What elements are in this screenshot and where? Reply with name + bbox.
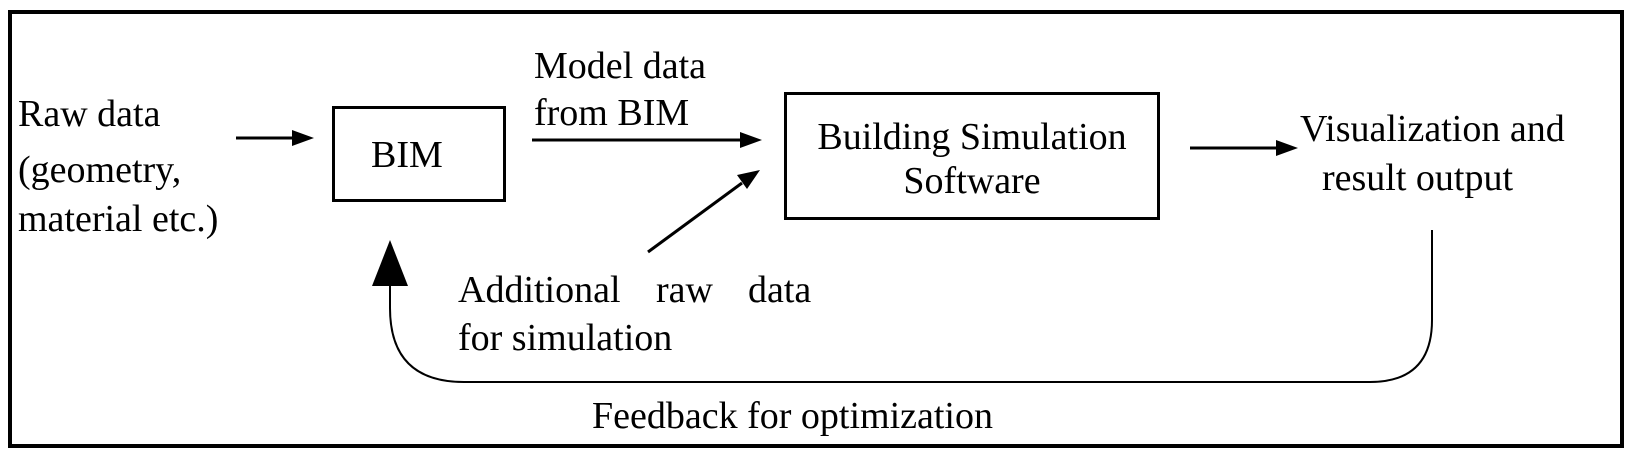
additional-label-word2: raw xyxy=(656,269,713,311)
arrow-additional-to-simulation xyxy=(647,181,743,254)
feedback-arrow-head xyxy=(372,240,408,286)
model-data-label: Model data xyxy=(534,45,707,87)
additional-label-word3: data xyxy=(748,269,812,311)
bim-box: BIM xyxy=(332,106,506,202)
arrow-raw-to-bim-head xyxy=(292,130,314,146)
additional-label-line2: for simulation xyxy=(458,317,673,359)
simulation-label-line2: Software xyxy=(903,160,1041,202)
raw-data-geometry: (geometry, xyxy=(18,149,182,191)
raw-data-material: material etc.) xyxy=(18,198,219,240)
raw-data-label: Raw data xyxy=(18,93,161,135)
output-label-line1: Visualization and xyxy=(1300,108,1565,150)
simulation-label-line1: Building Simulation xyxy=(817,116,1127,158)
model-data-source: from BIM xyxy=(534,92,690,134)
diagram-frame xyxy=(8,10,1624,448)
arrow-additional-to-simulation-head xyxy=(737,170,760,189)
output-label-line2: result output xyxy=(1322,157,1514,199)
feedback-label: Feedback for optimization xyxy=(592,395,993,437)
arrow-bim-to-simulation-head xyxy=(740,132,762,148)
feedback-loop-line xyxy=(389,230,1433,383)
bim-label: BIM xyxy=(371,134,443,176)
arrow-simulation-to-output-head xyxy=(1276,140,1298,156)
additional-label-word1: Additional xyxy=(458,269,621,311)
simulation-box: Building Simulation Software xyxy=(784,92,1160,220)
